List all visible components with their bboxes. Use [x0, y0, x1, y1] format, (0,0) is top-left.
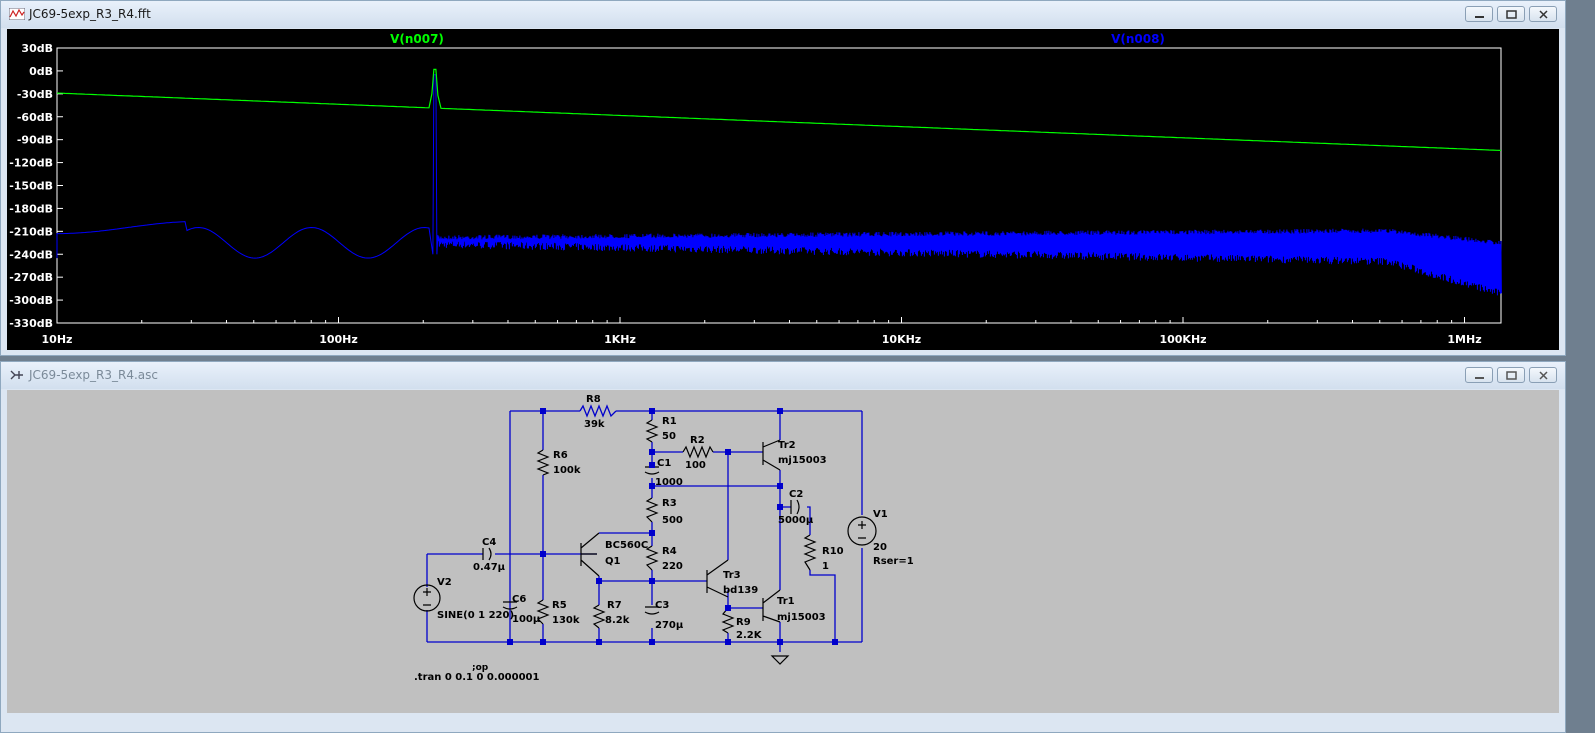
R4-name: R4 — [662, 546, 677, 557]
waveform-icon — [9, 8, 25, 20]
y-tick-label: -150dB — [9, 180, 53, 193]
y-tick-label: 0dB — [29, 65, 53, 78]
C6-name: C6 — [512, 594, 526, 605]
plot-frame — [56, 47, 1502, 324]
R1-value: 50 — [662, 431, 676, 442]
x-tick-label: 10KHz — [882, 333, 921, 346]
schematic-titlebar[interactable]: JC69-5exp_R3_R4.asc — [1, 362, 1565, 389]
x-tick-label: 100KHz — [1159, 333, 1206, 346]
V1-name: V1 — [873, 509, 888, 520]
Tr3-value: bd139 — [723, 585, 758, 596]
R2-name: R2 — [690, 435, 705, 446]
schematic-window: JC69-5exp_R3_R4.asc — [0, 361, 1566, 733]
x-tick-label: 10Hz — [42, 333, 73, 346]
C6-value: 100µ — [512, 614, 541, 625]
fft-window: JC69-5exp_R3_R4.fft V(n007) V(n008) 30dB… — [0, 0, 1566, 356]
y-tick-label: -240dB — [9, 248, 53, 261]
V1-extra: Rser=1 — [873, 556, 914, 567]
x-tick-label: 100Hz — [319, 333, 358, 346]
R10-name: R10 — [822, 546, 844, 557]
component-symbols — [413, 419, 877, 665]
schematic-canvas[interactable]: R8 39k R1 50 R2 100 Tr2 mj15003 R6 100k … — [7, 390, 1559, 713]
C3-name: C3 — [655, 600, 669, 611]
fft-window-title: JC69-5exp_R3_R4.fft — [29, 7, 151, 21]
op-directive: ;op — [472, 663, 489, 673]
tran-directive: .tran 0 0.1 0 0.000001 — [414, 672, 539, 683]
close-icon — [1539, 371, 1548, 380]
R7-name: R7 — [607, 600, 622, 611]
R5-name: R5 — [552, 600, 567, 611]
R7-value: 8.2k — [605, 615, 630, 626]
close-button[interactable] — [1529, 6, 1557, 22]
C1-value: 1000 — [655, 477, 683, 488]
minimize-button[interactable] — [1465, 6, 1493, 22]
R10-value: 1 — [822, 561, 829, 572]
restore-button[interactable] — [1497, 367, 1525, 383]
V2-name: V2 — [437, 577, 452, 588]
restore-button[interactable] — [1497, 6, 1525, 22]
trace-label-v-n007[interactable]: V(n007) — [390, 32, 444, 46]
fft-plot[interactable]: V(n007) V(n008) 30dB 0dB -30dB -60dB -90dB -1… — [7, 29, 1559, 350]
trace-v-n007 — [56, 68, 1502, 151]
restore-icon — [1506, 10, 1517, 19]
close-button[interactable] — [1529, 367, 1557, 383]
V1-value: 20 — [873, 542, 887, 553]
R9-value: 2.2K — [736, 630, 763, 641]
C4-value: 0.47µ — [473, 562, 506, 573]
R8-name: R8 — [586, 394, 601, 405]
y-tick-label: -300dB — [9, 294, 53, 307]
y-tick-label: -120dB — [9, 157, 53, 170]
y-tick-label: -330dB — [9, 317, 53, 330]
close-icon — [1539, 10, 1548, 19]
y-tick-label: -90dB — [17, 134, 53, 147]
Tr1-value: mj15003 — [777, 612, 826, 623]
R8-value: 39k — [584, 419, 605, 430]
R6-name: R6 — [553, 450, 568, 461]
minimize-icon — [1475, 16, 1484, 18]
R3-value: 500 — [662, 515, 683, 526]
R4-value: 220 — [662, 561, 683, 572]
x-tick-label: 1MHz — [1447, 333, 1481, 346]
R3-name: R3 — [662, 498, 677, 509]
minimize-icon — [1475, 377, 1484, 379]
R1-name: R1 — [662, 416, 677, 427]
trace-v-n008 — [56, 74, 1502, 296]
y-tick-label: 30dB — [21, 42, 53, 55]
C3-value: 270µ — [655, 620, 684, 631]
schematic-drawing[interactable]: R8 39k R1 50 R2 100 Tr2 mj15003 R6 100k … — [7, 390, 1559, 713]
y-tick-label: -210dB — [9, 225, 53, 238]
Q1-name: Q1 — [605, 556, 621, 567]
C2-name: C2 — [789, 489, 803, 500]
R2-value: 100 — [685, 460, 706, 471]
y-tick-label: -30dB — [17, 88, 53, 101]
Tr2-value: mj15003 — [778, 455, 827, 466]
trace-label-v-n008[interactable]: V(n008) — [1111, 32, 1165, 46]
C1-name: C1 — [657, 458, 671, 469]
schematic-icon — [10, 370, 23, 380]
x-axis[interactable]: 10Hz 100Hz 1KHz 10KHz 100KHz 1MHz — [42, 317, 1482, 346]
Tr3-name: Tr3 — [723, 570, 741, 581]
R5-value: 130k — [552, 615, 580, 626]
Tr1-name: Tr1 — [777, 596, 795, 607]
C4-name: C4 — [482, 537, 496, 548]
R6-value: 100k — [553, 465, 581, 476]
y-tick-label: -60dB — [17, 111, 53, 124]
V2-value: SINE(0 1 220) — [437, 610, 514, 621]
Tr2-name: Tr2 — [778, 440, 796, 451]
R9-name: R9 — [736, 617, 751, 628]
minimize-button[interactable] — [1465, 367, 1493, 383]
y-tick-label: -270dB — [9, 271, 53, 284]
junctions — [507, 408, 838, 645]
y-tick-label: -180dB — [9, 202, 53, 215]
fft-titlebar[interactable]: JC69-5exp_R3_R4.fft — [1, 1, 1565, 28]
y-axis[interactable]: 30dB 0dB -30dB -60dB -90dB -120dB -150dB -180dB… — [9, 42, 63, 330]
C2-value: 5000µ — [778, 515, 814, 526]
restore-icon — [1506, 371, 1517, 380]
component-labels: R8 39k R1 50 R2 100 Tr2 mj15003 R6 100k … — [414, 394, 914, 683]
fft-plot-area[interactable]: V(n007) V(n008) 30dB 0dB -30dB -60dB -90dB -1… — [7, 29, 1559, 350]
Q1-value: BC560C — [605, 540, 648, 551]
x-tick-label: 1KHz — [604, 333, 636, 346]
schematic-window-title: JC69-5exp_R3_R4.asc — [29, 368, 159, 382]
